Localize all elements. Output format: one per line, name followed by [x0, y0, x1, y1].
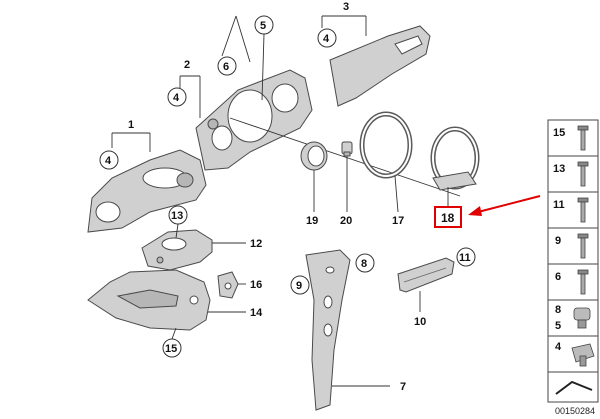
callout-8: 8: [361, 258, 367, 270]
callout-16: 16: [250, 279, 262, 291]
callout-3: 3: [343, 1, 349, 13]
screw-icon: [577, 233, 589, 259]
fastener-legend: 15 13 11 9 6 8 5 4: [547, 119, 599, 403]
part-12-upper-column-cover: [141, 229, 213, 271]
callout-1: 1: [128, 119, 134, 131]
callout-10: 10: [414, 316, 426, 328]
callout-13: 13: [171, 210, 183, 222]
callout-5: 5: [260, 20, 266, 32]
legend-15: 15: [553, 127, 565, 139]
highlight-box-18: [434, 206, 462, 228]
screw-icon: [577, 161, 589, 187]
callout-6: 6: [223, 61, 229, 73]
callout-20: 20: [340, 215, 352, 227]
highlight-arrow: [468, 195, 541, 216]
callout-19: 19: [306, 215, 318, 227]
callout-15-main: 15: [165, 343, 177, 355]
part-16-clip: [217, 271, 239, 299]
part-20-bulb: [341, 141, 353, 157]
legend-5: 5: [555, 320, 561, 332]
screw-icon: [577, 125, 589, 151]
screw-icon: [577, 269, 589, 295]
callout-12: 12: [250, 238, 262, 250]
part-2-instrument-housing: [195, 69, 313, 171]
callout-4-c: 4: [323, 33, 330, 45]
clip-icon: [571, 343, 595, 367]
part-7-pillar-trim: [305, 249, 351, 411]
screw-icon: [577, 197, 589, 223]
document-number: 00150284: [555, 406, 595, 416]
callout-11: 11: [459, 252, 471, 264]
part-19-small-ring: [300, 141, 328, 171]
callout-18: 18: [441, 211, 455, 225]
callout-14: 14: [250, 307, 263, 319]
callout-4-a: 4: [105, 155, 112, 167]
part-1-left-trim: [87, 149, 207, 233]
part-3-upper-trim: [329, 25, 431, 107]
legend-13: 13: [553, 163, 565, 175]
callout-9: 9: [296, 280, 302, 292]
legend-9: 9: [555, 235, 561, 247]
part-14-lower-column-cover: [87, 269, 211, 331]
part-18-large-ring: [430, 126, 480, 191]
legend-11: 11: [553, 199, 565, 211]
callout-2: 2: [184, 59, 190, 71]
callout-7: 7: [400, 381, 406, 393]
clip-icon: [573, 307, 591, 329]
rail-icon: [555, 380, 593, 395]
legend-6: 6: [555, 271, 561, 283]
legend-4: 4: [555, 341, 562, 353]
part-17-medium-ring: [359, 111, 413, 179]
part-10-small-panel: [397, 257, 455, 293]
callout-17: 17: [392, 215, 404, 227]
callout-4-b: 4: [173, 92, 180, 104]
legend-8: 8: [555, 304, 561, 316]
